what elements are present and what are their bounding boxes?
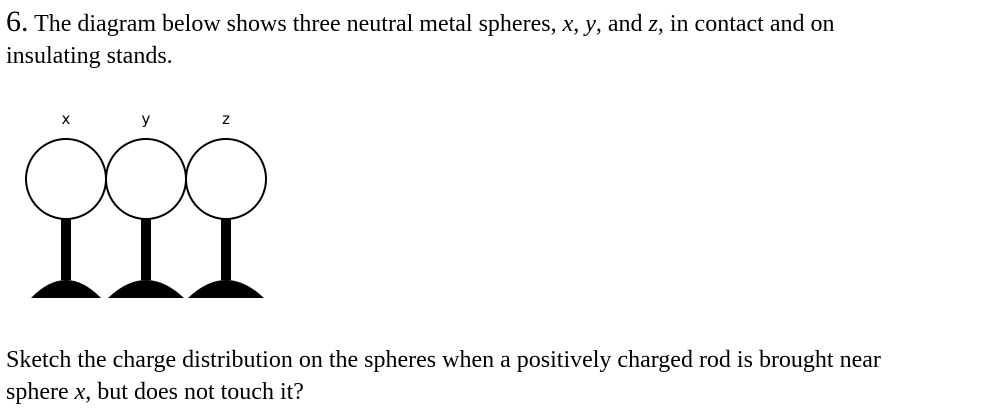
sphere-x [25, 138, 107, 220]
symbol-y: y [585, 11, 596, 37]
intro-separator: , [573, 11, 586, 37]
symbol-x: x [74, 379, 86, 405]
stand-y [108, 210, 184, 298]
question-task: Sketch the charge distribution on the sp… [6, 344, 881, 408]
task-text-line1: Sketch the charge distribution on the sp… [6, 347, 881, 373]
sphere-label-z: z [222, 110, 230, 128]
symbol-z: z [648, 11, 658, 37]
symbol-x: x [562, 11, 574, 37]
spheres-diagram: x y z [25, 110, 267, 298]
sphere-label-y: y [142, 110, 151, 128]
task-text-line2: sphere [6, 379, 75, 405]
sphere-y [105, 138, 187, 220]
intro-text-end: , in contact and on [657, 11, 835, 37]
question-intro: 6. The diagram below shows three neutral… [6, 6, 835, 72]
task-text-line2-end: , but does not touch it? [85, 379, 304, 405]
question-number: 6. [6, 5, 29, 38]
stand-z [188, 210, 264, 298]
sphere-z [185, 138, 267, 220]
intro-text-line2: insulating stands. [6, 43, 173, 69]
intro-text: The diagram below shows three neutral me… [34, 11, 563, 37]
stand-x [31, 210, 101, 298]
intro-separator: , and [595, 11, 649, 37]
sphere-label-x: x [62, 110, 71, 128]
